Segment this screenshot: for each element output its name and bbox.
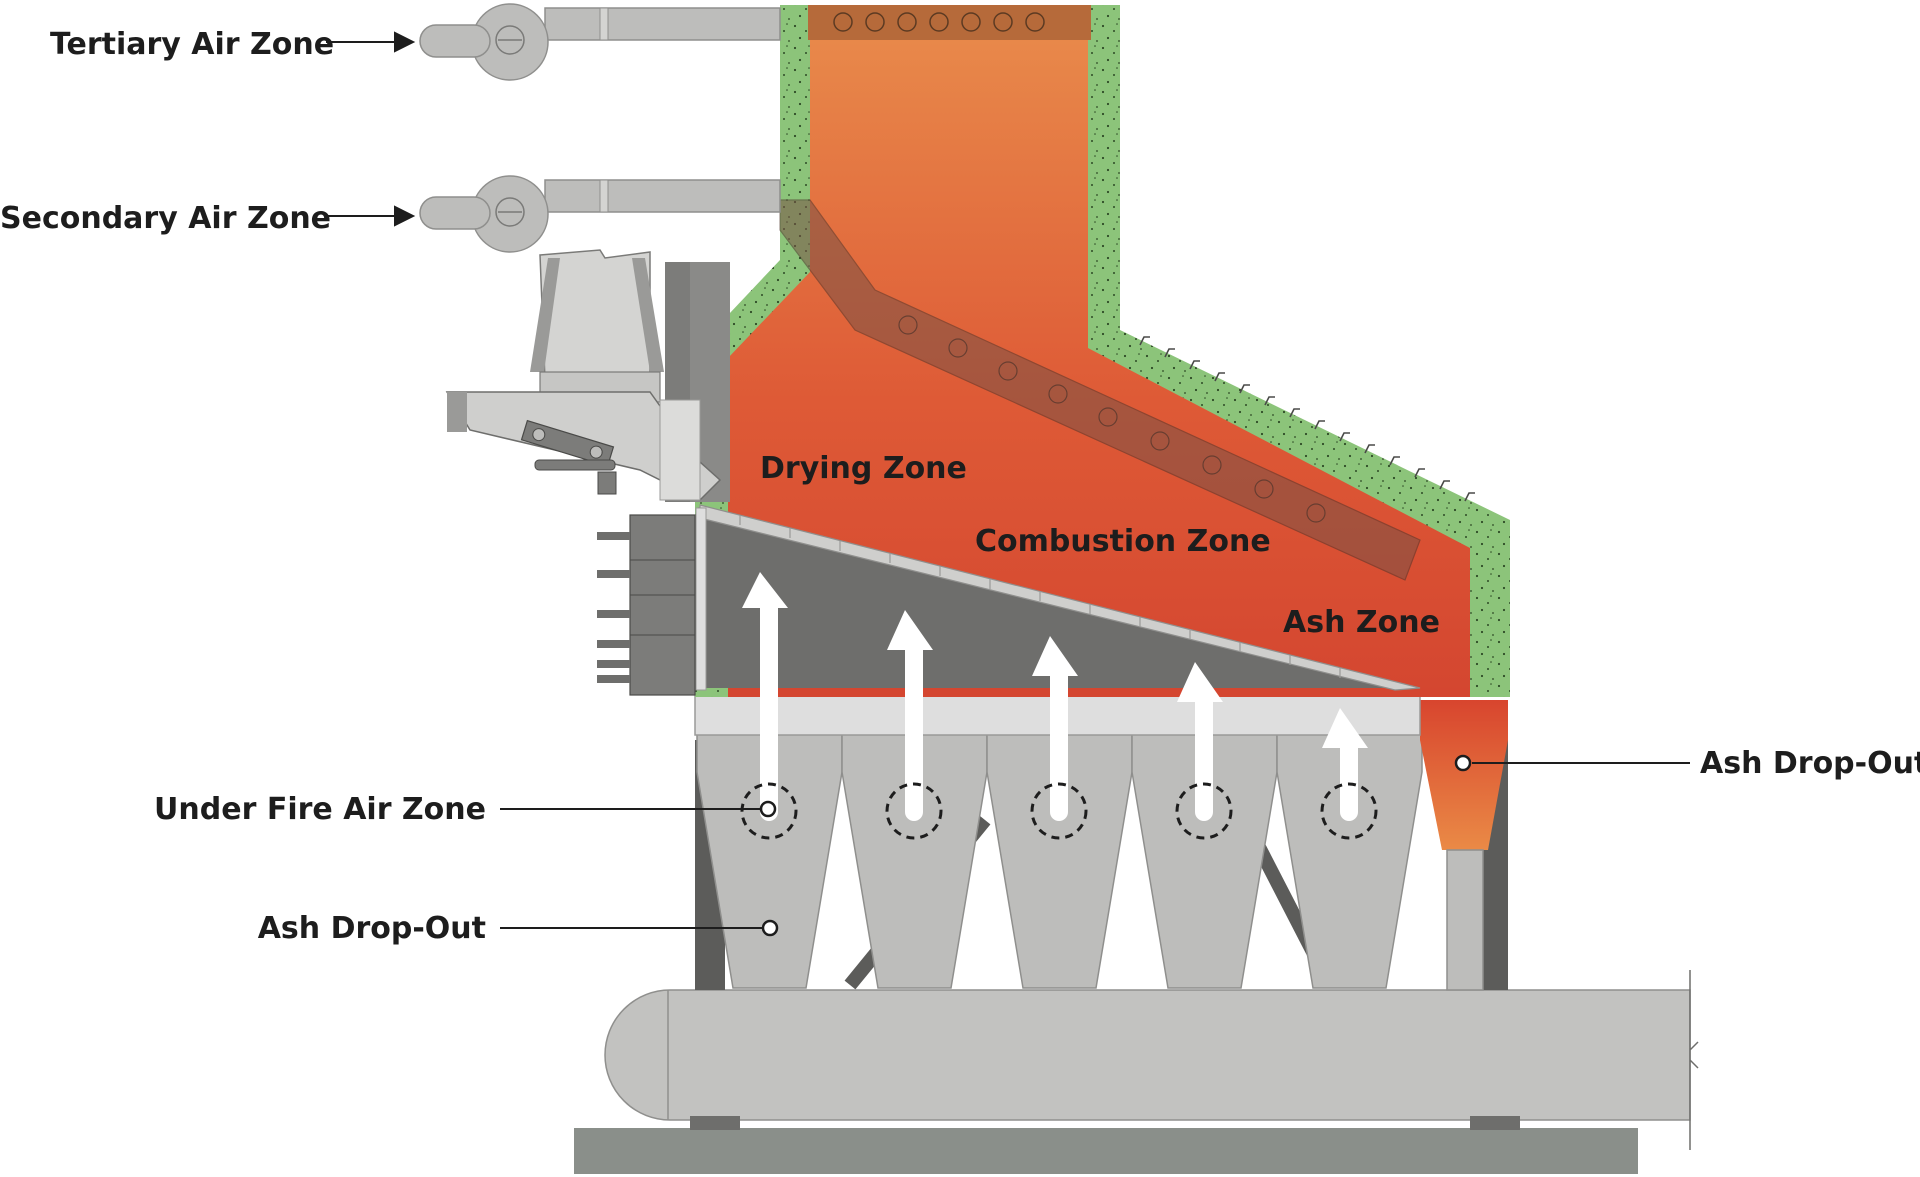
label-ash-drop-out-right: Ash Drop-Out — [1700, 746, 1920, 781]
side-air-box — [597, 514, 696, 696]
under-fire-air-arrows — [742, 572, 1368, 821]
label-drying-zone: Drying Zone — [760, 451, 967, 486]
air-arrow-3 — [1032, 636, 1078, 821]
flue-outlet — [808, 5, 1091, 40]
bottom-tank — [604, 989, 1691, 1121]
air-arrow-2 — [887, 610, 933, 821]
callout-leaders — [326, 31, 1690, 937]
air-arrow-4 — [1177, 662, 1223, 821]
label-secondary-air-zone: Secondary Air Zone — [0, 201, 331, 236]
label-ash-drop-out-left: Ash Drop-Out — [258, 911, 486, 946]
label-under-fire-air-zone: Under Fire Air Zone — [154, 792, 486, 827]
label-ash-zone: Ash Zone — [1283, 605, 1440, 640]
base-platform — [574, 1128, 1638, 1174]
label-combustion-zone: Combustion Zone — [975, 524, 1271, 559]
ash-hoppers — [696, 729, 1423, 989]
label-tertiary-air-zone: Tertiary Air Zone — [50, 27, 334, 62]
air-inlets — [740, 782, 1378, 840]
tertiary-air-fan — [419, 3, 781, 81]
flue-holes — [833, 12, 1045, 32]
combustion-chamber — [728, 40, 1470, 697]
air-arrow-1 — [742, 572, 788, 821]
secondary-air-fan — [419, 175, 781, 253]
fuel-feeder — [445, 249, 730, 502]
wall-anchors — [1139, 336, 1475, 502]
secondary-air-duct — [779, 199, 1421, 581]
ash-drop-out-cone — [1420, 700, 1508, 850]
air-arrow-5 — [1322, 708, 1368, 821]
